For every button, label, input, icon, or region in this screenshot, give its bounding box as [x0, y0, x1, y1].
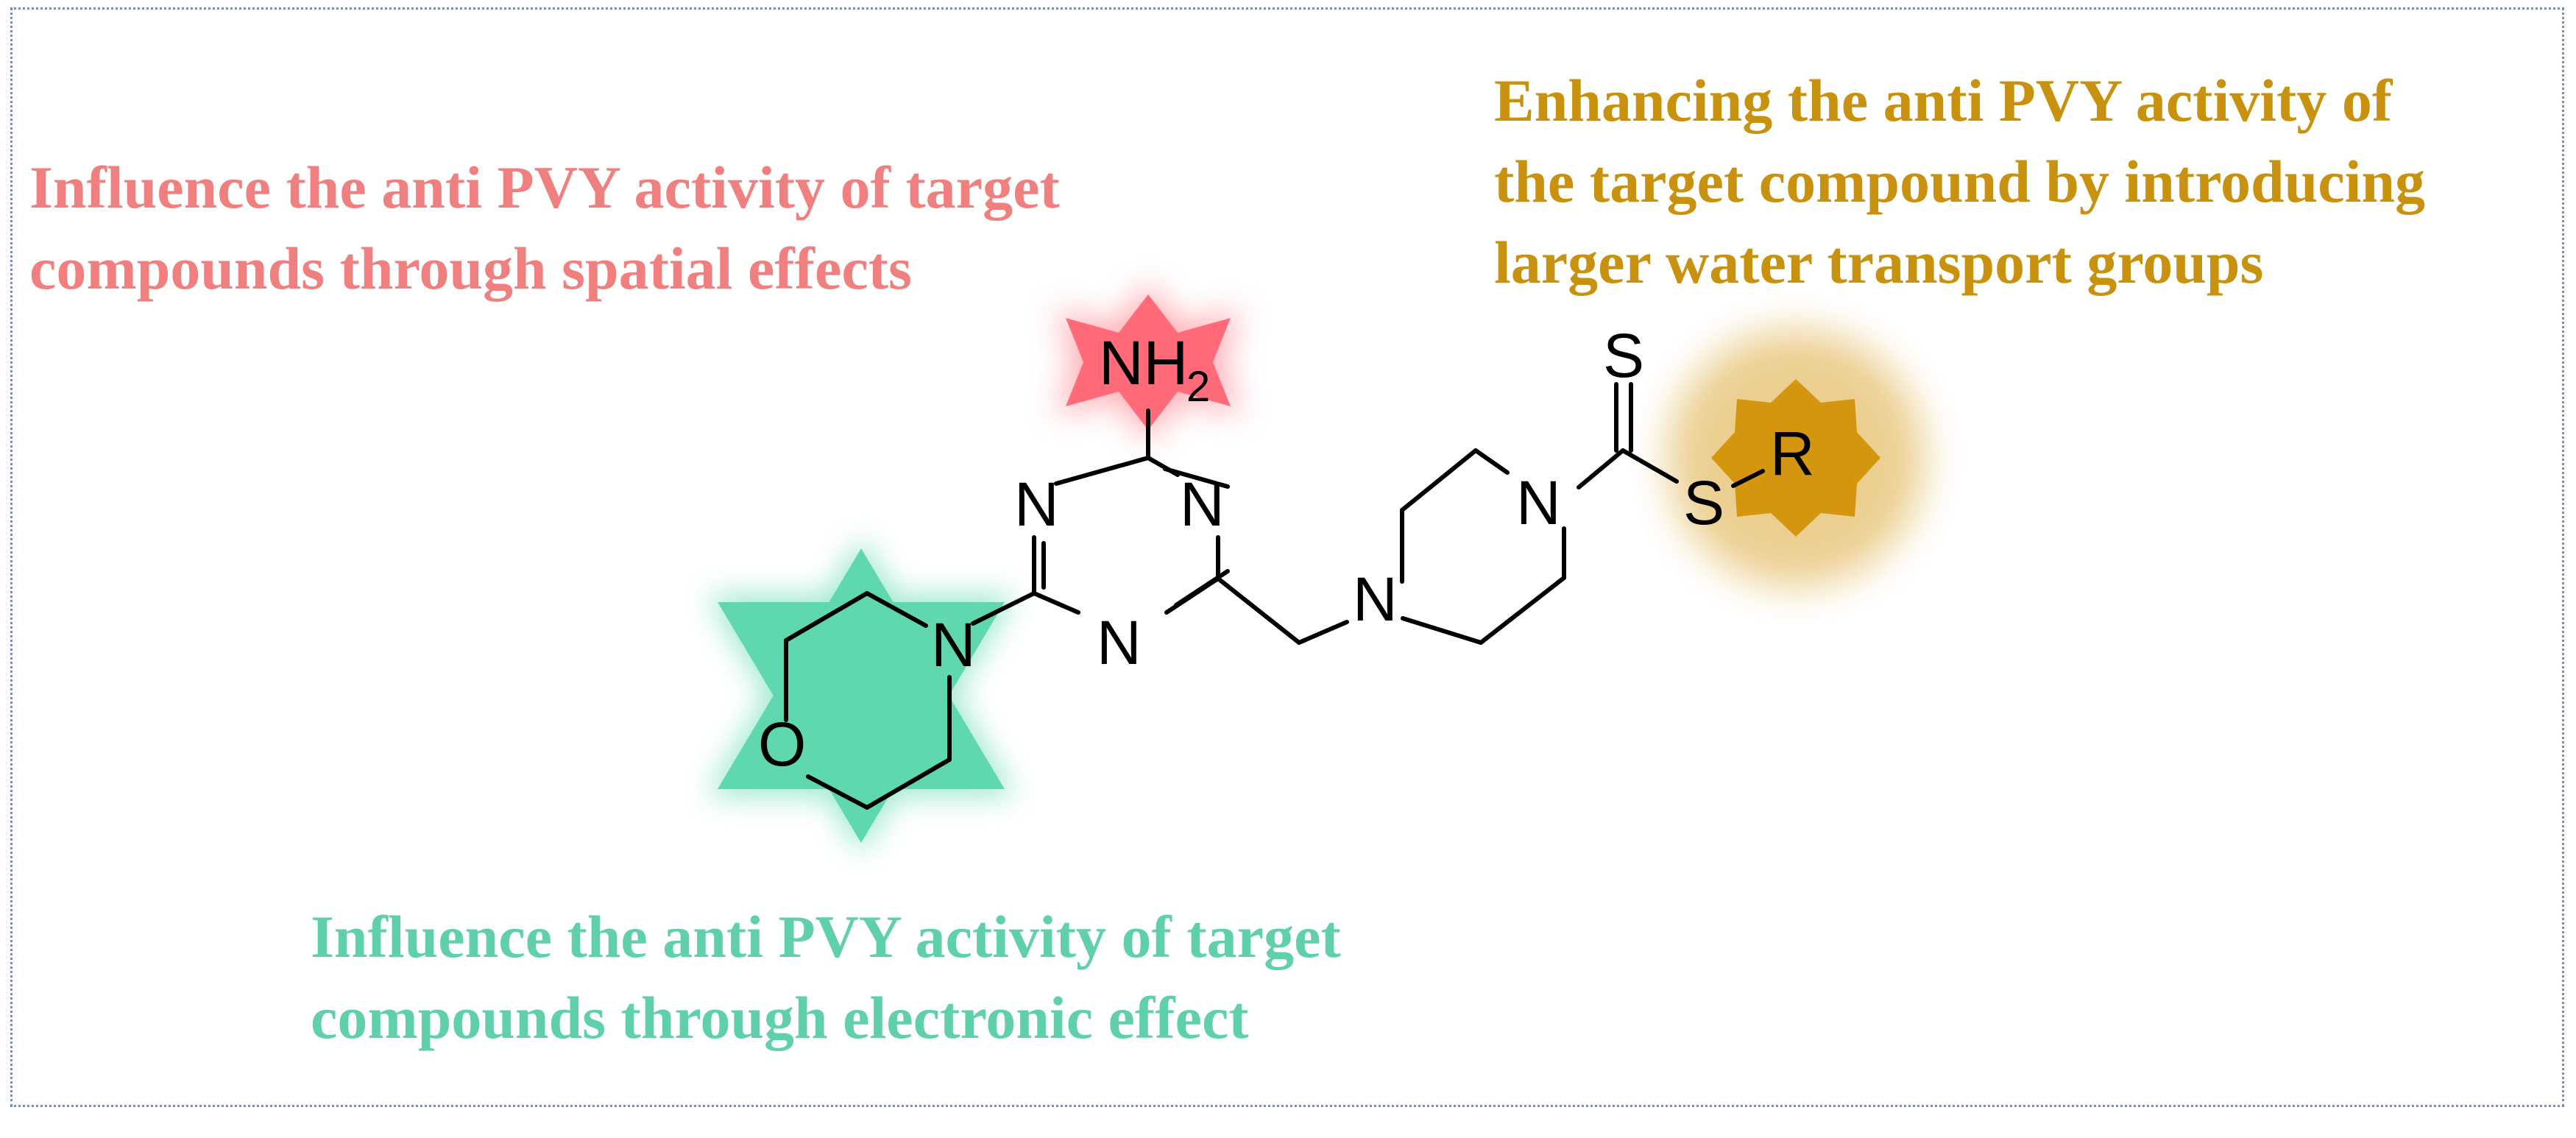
- water-caption-line-3: larger water transport groups: [1494, 229, 2264, 296]
- spatial-caption-line-2: compounds through spatial effects: [29, 235, 912, 302]
- triazine-n-right: N: [1180, 470, 1225, 539]
- bond-lines: [784, 382, 1765, 810]
- amino-n-label: NH: [1099, 328, 1188, 397]
- r-group-highlight-star: [1667, 329, 1925, 587]
- morpholine-o-label: O: [758, 710, 806, 779]
- thioester-s-label: S: [1683, 468, 1724, 537]
- spatial-caption-line-1: Influence the anti PVY activity of targe…: [29, 154, 1060, 221]
- water-caption-line-1: Enhancing the anti PVY activity of: [1494, 67, 2393, 134]
- thione-s-label: S: [1603, 321, 1644, 390]
- water-transport-caption: Enhancing the anti PVY activity of the t…: [1494, 60, 2425, 303]
- spatial-effect-caption: Influence the anti PVY activity of targe…: [29, 147, 1060, 309]
- diagram-frame: [10, 7, 2564, 1107]
- piperazine-n-bottom: N: [1353, 565, 1398, 634]
- morpholine-highlight-star: [707, 537, 1016, 854]
- electronic-caption-line-2: compounds through electronic effect: [311, 984, 1249, 1051]
- triazine-n-left: N: [1014, 470, 1059, 539]
- r-group-label: R: [1770, 419, 1815, 488]
- amino-subscript: 2: [1186, 363, 1210, 411]
- electronic-effect-caption: Influence the anti PVY activity of targe…: [311, 897, 1341, 1059]
- water-caption-line-2: the target compound by introducing: [1494, 148, 2426, 215]
- morpholine-n-label: N: [931, 610, 976, 679]
- triazine-n-bottom: N: [1097, 608, 1142, 677]
- electronic-caption-line-1: Influence the anti PVY activity of targe…: [311, 903, 1341, 970]
- piperazine-n-top: N: [1516, 468, 1561, 537]
- amino-highlight-star: [1055, 283, 1241, 441]
